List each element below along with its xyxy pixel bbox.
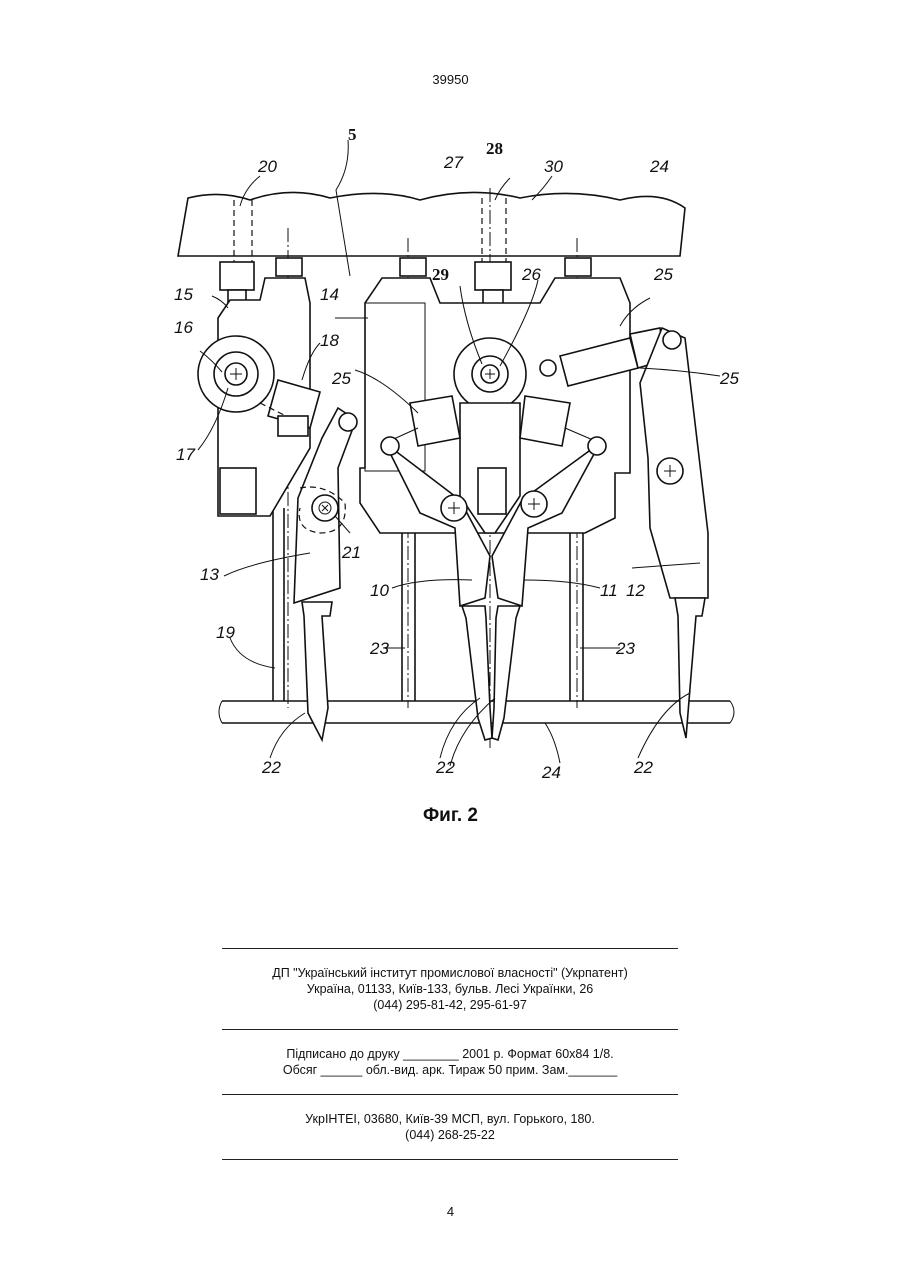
- label-25-top: 25: [653, 265, 673, 284]
- label-12: 12: [626, 581, 645, 600]
- label-10: 10: [370, 581, 389, 600]
- signed-for-print: Підписано до друку ________ 2001 р. Форм…: [222, 1046, 678, 1062]
- tool-center-right: [492, 606, 520, 740]
- label-27: 27: [443, 153, 463, 172]
- page-number: 4: [0, 1204, 901, 1219]
- label-17: 17: [176, 445, 195, 464]
- label-19: 19: [216, 623, 235, 642]
- printer-info: УкрІНТЕІ, 03680, Київ-39 МСП, вул. Горьк…: [222, 1095, 678, 1159]
- label-5: 5: [348, 128, 357, 144]
- label-25-right: 25: [719, 369, 739, 388]
- label-14: 14: [320, 285, 339, 304]
- print-details: Підписано до друку ________ 2001 р. Форм…: [222, 1030, 678, 1094]
- tool-center-left: [462, 606, 492, 740]
- label-23-left: 23: [369, 639, 389, 658]
- tool-right: [675, 598, 705, 738]
- label-22-center: 22: [435, 758, 455, 777]
- mechanism-diagram: 5 20 27 28 30 24 15 14 29 26 25 16 18 25…: [160, 128, 745, 793]
- label-20: 20: [257, 157, 277, 176]
- label-22-right: 22: [633, 758, 653, 777]
- label-24-bottom: 24: [541, 763, 561, 782]
- label-15: 15: [174, 285, 193, 304]
- label-23-right: 23: [615, 639, 635, 658]
- label-16: 16: [174, 318, 193, 337]
- divider: [222, 1159, 678, 1160]
- label-26: 26: [521, 265, 541, 284]
- patent-drawing: 5 20 27 28 30 24 15 14 29 26 25 16 18 25…: [160, 128, 745, 793]
- publisher-info: ДП "Український інститут промислової вла…: [222, 949, 678, 1029]
- label-29: 29: [432, 265, 449, 284]
- printer-phone: (044) 268-25-22: [222, 1127, 678, 1143]
- imprint-block: ДП "Український інститут промислової вла…: [222, 948, 678, 1160]
- figure-caption: Фиг. 2: [0, 805, 901, 827]
- printer-address: УкрІНТЕІ, 03680, Київ-39 МСП, вул. Горьк…: [222, 1111, 678, 1127]
- publisher-phone: (044) 295-81-42, 295-61-97: [222, 997, 678, 1013]
- top-beam: [178, 192, 685, 256]
- publisher-name: ДП "Український інститут промислової вла…: [222, 965, 678, 981]
- document-number: 39950: [0, 72, 901, 87]
- label-24-top: 24: [649, 157, 669, 176]
- tool-left: [302, 602, 332, 740]
- label-18: 18: [320, 331, 339, 350]
- volume-circulation: Обсяг ______ обл.-вид. арк. Тираж 50 при…: [222, 1062, 678, 1078]
- label-21: 21: [341, 543, 361, 562]
- cylinder-25-left: [410, 396, 460, 446]
- label-28: 28: [486, 139, 503, 158]
- publisher-address: Україна, 01133, Київ-133, бульв. Лесі Ук…: [222, 981, 678, 997]
- label-13: 13: [200, 565, 219, 584]
- label-25-left: 25: [331, 369, 351, 388]
- cylinder-25-right: [520, 396, 570, 446]
- label-30: 30: [544, 157, 563, 176]
- label-22-left: 22: [261, 758, 281, 777]
- label-11: 11: [600, 581, 618, 600]
